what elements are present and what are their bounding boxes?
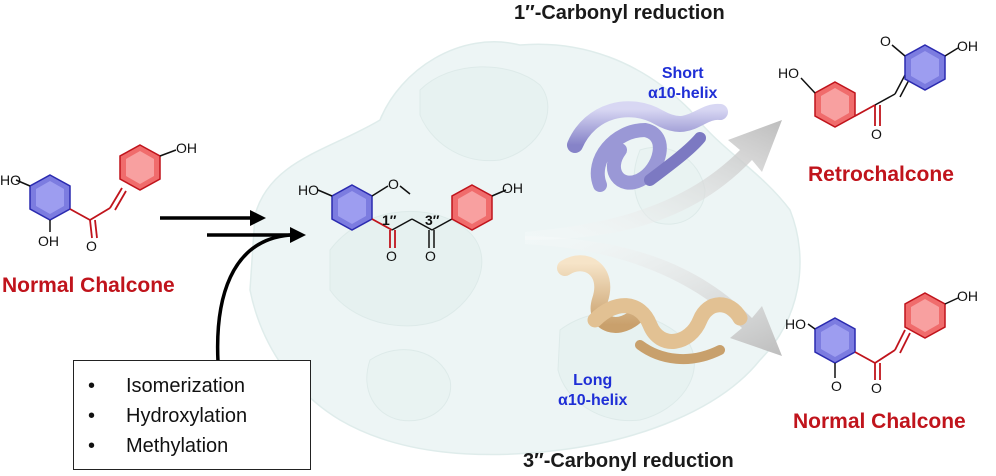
bottom-reduction-label: 3″-Carbonyl reduction (523, 450, 734, 472)
modifications-box: •Isomerization •Hydroxylation •Methylati… (73, 360, 311, 470)
short-helix-name: α10-helix (648, 85, 718, 102)
left-product-label: Normal Chalcone (2, 274, 175, 297)
normal-chalcone-label: Normal Chalcone (793, 410, 966, 433)
atom-oh: OH (957, 288, 978, 304)
modification-label: Methylation (126, 435, 229, 457)
atom-o: O (425, 248, 436, 264)
atom-ho: HO (0, 172, 21, 188)
modification-label: Isomerization (126, 375, 245, 397)
long-helix-word: Long (573, 372, 613, 389)
short-helix-ribbon (567, 101, 728, 192)
list-item: •Isomerization (88, 375, 245, 397)
atom-ho: HO (785, 316, 806, 332)
atom-o: O (871, 126, 882, 142)
short-helix-word: Short (661, 65, 704, 82)
pathway-arrows (525, 120, 782, 356)
atom-o: O (86, 238, 97, 254)
left-chalcone-structure (15, 144, 177, 239)
atom-o: O (831, 378, 842, 394)
atom-ho: HO (298, 182, 319, 198)
list-item: •Hydroxylation (88, 405, 248, 427)
long-helix-ribbon (557, 255, 748, 365)
center-diketone-structure (317, 184, 507, 248)
atom-o: O (871, 380, 882, 396)
atom-oh: OH (957, 38, 978, 54)
atom-oh: OH (38, 233, 59, 249)
atom-oh: OH (176, 140, 197, 156)
bottom-chalcone-structure (807, 292, 959, 380)
short-helix-label: Short α10-helix (648, 64, 717, 104)
atom-o: O (386, 248, 397, 264)
reaction-arrows (160, 210, 306, 363)
modification-label: Hydroxylation (126, 405, 248, 427)
top-reduction-label: 1″-Carbonyl reduction (514, 2, 725, 24)
position-1-label: 1″ (382, 212, 397, 228)
atom-o: O (880, 33, 891, 49)
retrochalcone-structure (800, 44, 959, 128)
atom-ho: HO (778, 65, 799, 81)
atom-o: O (388, 176, 399, 192)
modifications-list: •Isomerization •Hydroxylation •Methylati… (74, 361, 310, 461)
position-3-label: 3″ (425, 212, 440, 228)
atom-oh: OH (502, 180, 523, 196)
list-item: •Methylation (88, 435, 229, 457)
retrochalcone-label: Retrochalcone (808, 163, 954, 186)
long-helix-name: α10-helix (558, 392, 628, 409)
long-helix-label: Long α10-helix (558, 371, 627, 411)
protein-surface (249, 41, 801, 456)
